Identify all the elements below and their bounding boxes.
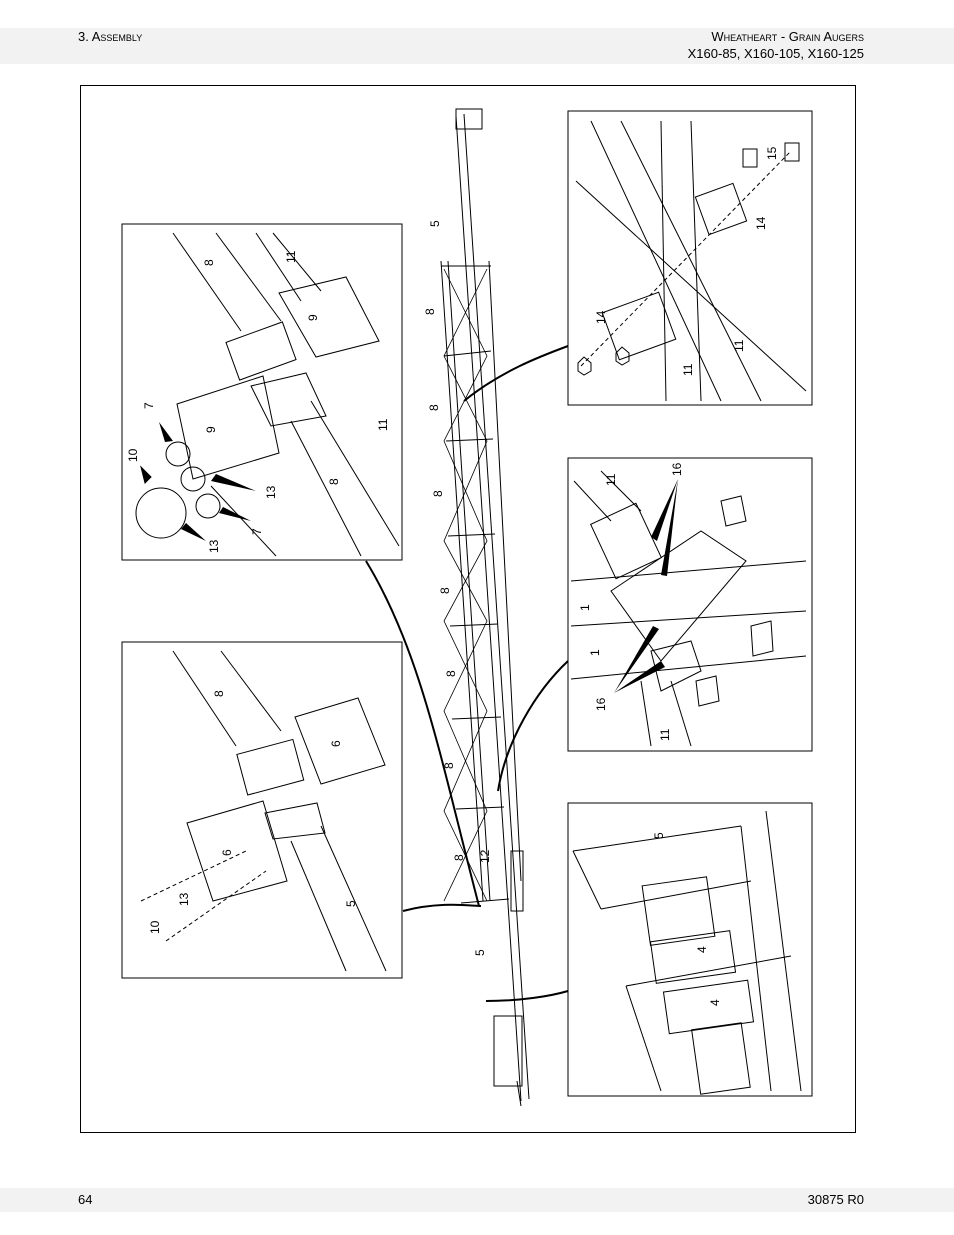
figure-frame: 5 8 8 8 8 8 8 8 12 5 <box>80 85 856 1133</box>
svg-text:8: 8 <box>202 259 216 266</box>
svg-text:7: 7 <box>250 528 264 535</box>
models-title: X160-85, X160-105, X160-125 <box>687 46 864 61</box>
detail-bottom-left: 8 6 6 13 10 5 <box>121 641 403 979</box>
brand-title: Wheatheart - Grain Augers <box>711 29 864 44</box>
svg-text:1: 1 <box>588 649 602 656</box>
detail-top-left: 8 11 9 7 9 10 13 8 11 13 7 <box>121 223 403 561</box>
svg-text:11: 11 <box>681 363 695 376</box>
svg-text:7: 7 <box>142 402 156 409</box>
svg-text:10: 10 <box>148 920 162 934</box>
svg-text:13: 13 <box>177 892 191 906</box>
svg-text:8: 8 <box>423 308 437 315</box>
svg-text:8: 8 <box>438 587 452 594</box>
svg-text:10: 10 <box>126 448 140 462</box>
detail-top-right: 15 14 14 11 11 <box>567 110 813 406</box>
svg-text:8: 8 <box>327 478 341 485</box>
svg-text:8: 8 <box>427 404 441 411</box>
assembly-drawing: 5 8 8 8 8 8 8 8 12 5 <box>121 108 813 1107</box>
svg-text:11: 11 <box>284 250 298 263</box>
svg-text:16: 16 <box>594 697 608 711</box>
svg-text:4: 4 <box>708 999 722 1006</box>
svg-text:16: 16 <box>670 462 684 476</box>
svg-text:5: 5 <box>473 949 487 956</box>
svg-text:1: 1 <box>578 604 592 611</box>
svg-text:9: 9 <box>204 426 218 433</box>
section-title: 3. Assembly <box>78 29 143 44</box>
svg-text:14: 14 <box>754 216 768 230</box>
svg-text:8: 8 <box>452 854 466 861</box>
page-header <box>0 28 954 64</box>
svg-text:11: 11 <box>658 728 672 741</box>
svg-text:8: 8 <box>444 670 458 677</box>
svg-text:15: 15 <box>765 146 779 160</box>
label-main-5a: 5 <box>428 220 442 227</box>
svg-text:11: 11 <box>376 418 390 431</box>
svg-text:14: 14 <box>594 310 608 324</box>
main-callouts: 5 8 8 8 8 8 8 8 12 5 <box>423 220 492 956</box>
svg-text:13: 13 <box>264 485 278 499</box>
svg-text:5: 5 <box>652 832 666 839</box>
svg-text:9: 9 <box>306 314 320 321</box>
auger-truss <box>440 108 530 1107</box>
page-number: 64 <box>78 1192 93 1207</box>
svg-text:12: 12 <box>478 849 492 863</box>
svg-text:5: 5 <box>344 900 358 907</box>
svg-text:11: 11 <box>604 473 618 486</box>
detail-mid-right: 11 16 1 1 16 11 <box>567 457 813 752</box>
svg-text:6: 6 <box>329 740 343 747</box>
svg-text:8: 8 <box>442 762 456 769</box>
doc-code: 30875 R0 <box>807 1192 864 1207</box>
svg-text:8: 8 <box>431 490 445 497</box>
svg-text:8: 8 <box>212 690 226 697</box>
svg-text:4: 4 <box>695 946 709 953</box>
svg-text:13: 13 <box>207 539 221 553</box>
svg-text:11: 11 <box>732 339 746 352</box>
svg-text:6: 6 <box>220 849 234 856</box>
page-footer <box>0 1188 954 1212</box>
detail-bottom-right: 5 4 4 <box>567 802 813 1097</box>
